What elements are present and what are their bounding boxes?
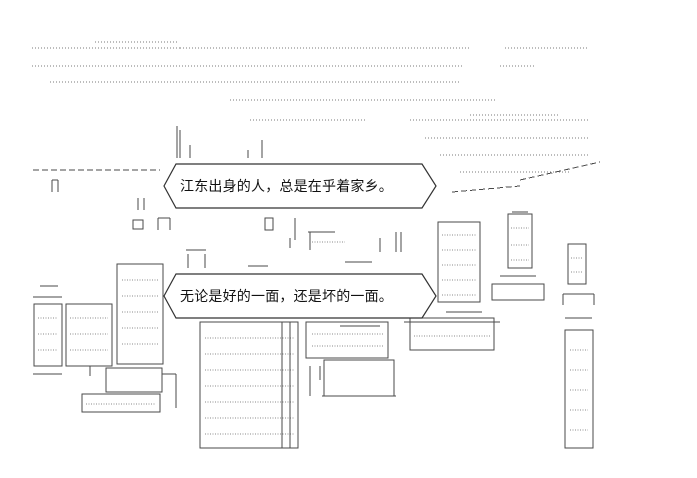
left-lower-buildings [33,285,113,376]
central-building [116,263,299,449]
dotted-skyline [32,41,588,173]
bubble-outline-1 [163,163,437,209]
tower [176,126,263,158]
left-horizon [33,169,171,230]
bubble-outline-2 [163,273,437,319]
speech-bubble-2: 无论是好的一面，还是坏的一面。 [162,272,438,320]
middle-buildings [186,217,402,268]
middle-right-block [305,321,396,397]
pavilion [404,311,500,351]
dialogue-line-1: 江东出身的人，总是在乎着家乡。 [180,179,393,195]
pedestal [81,367,177,413]
dialogue-line-2: 无论是好的一面，还是坏的一面。 [180,289,393,305]
right-buildings [437,211,595,449]
speech-bubble-1: 江东出身的人，总是在乎着家乡。 [162,162,438,210]
right-horizon [451,161,601,193]
